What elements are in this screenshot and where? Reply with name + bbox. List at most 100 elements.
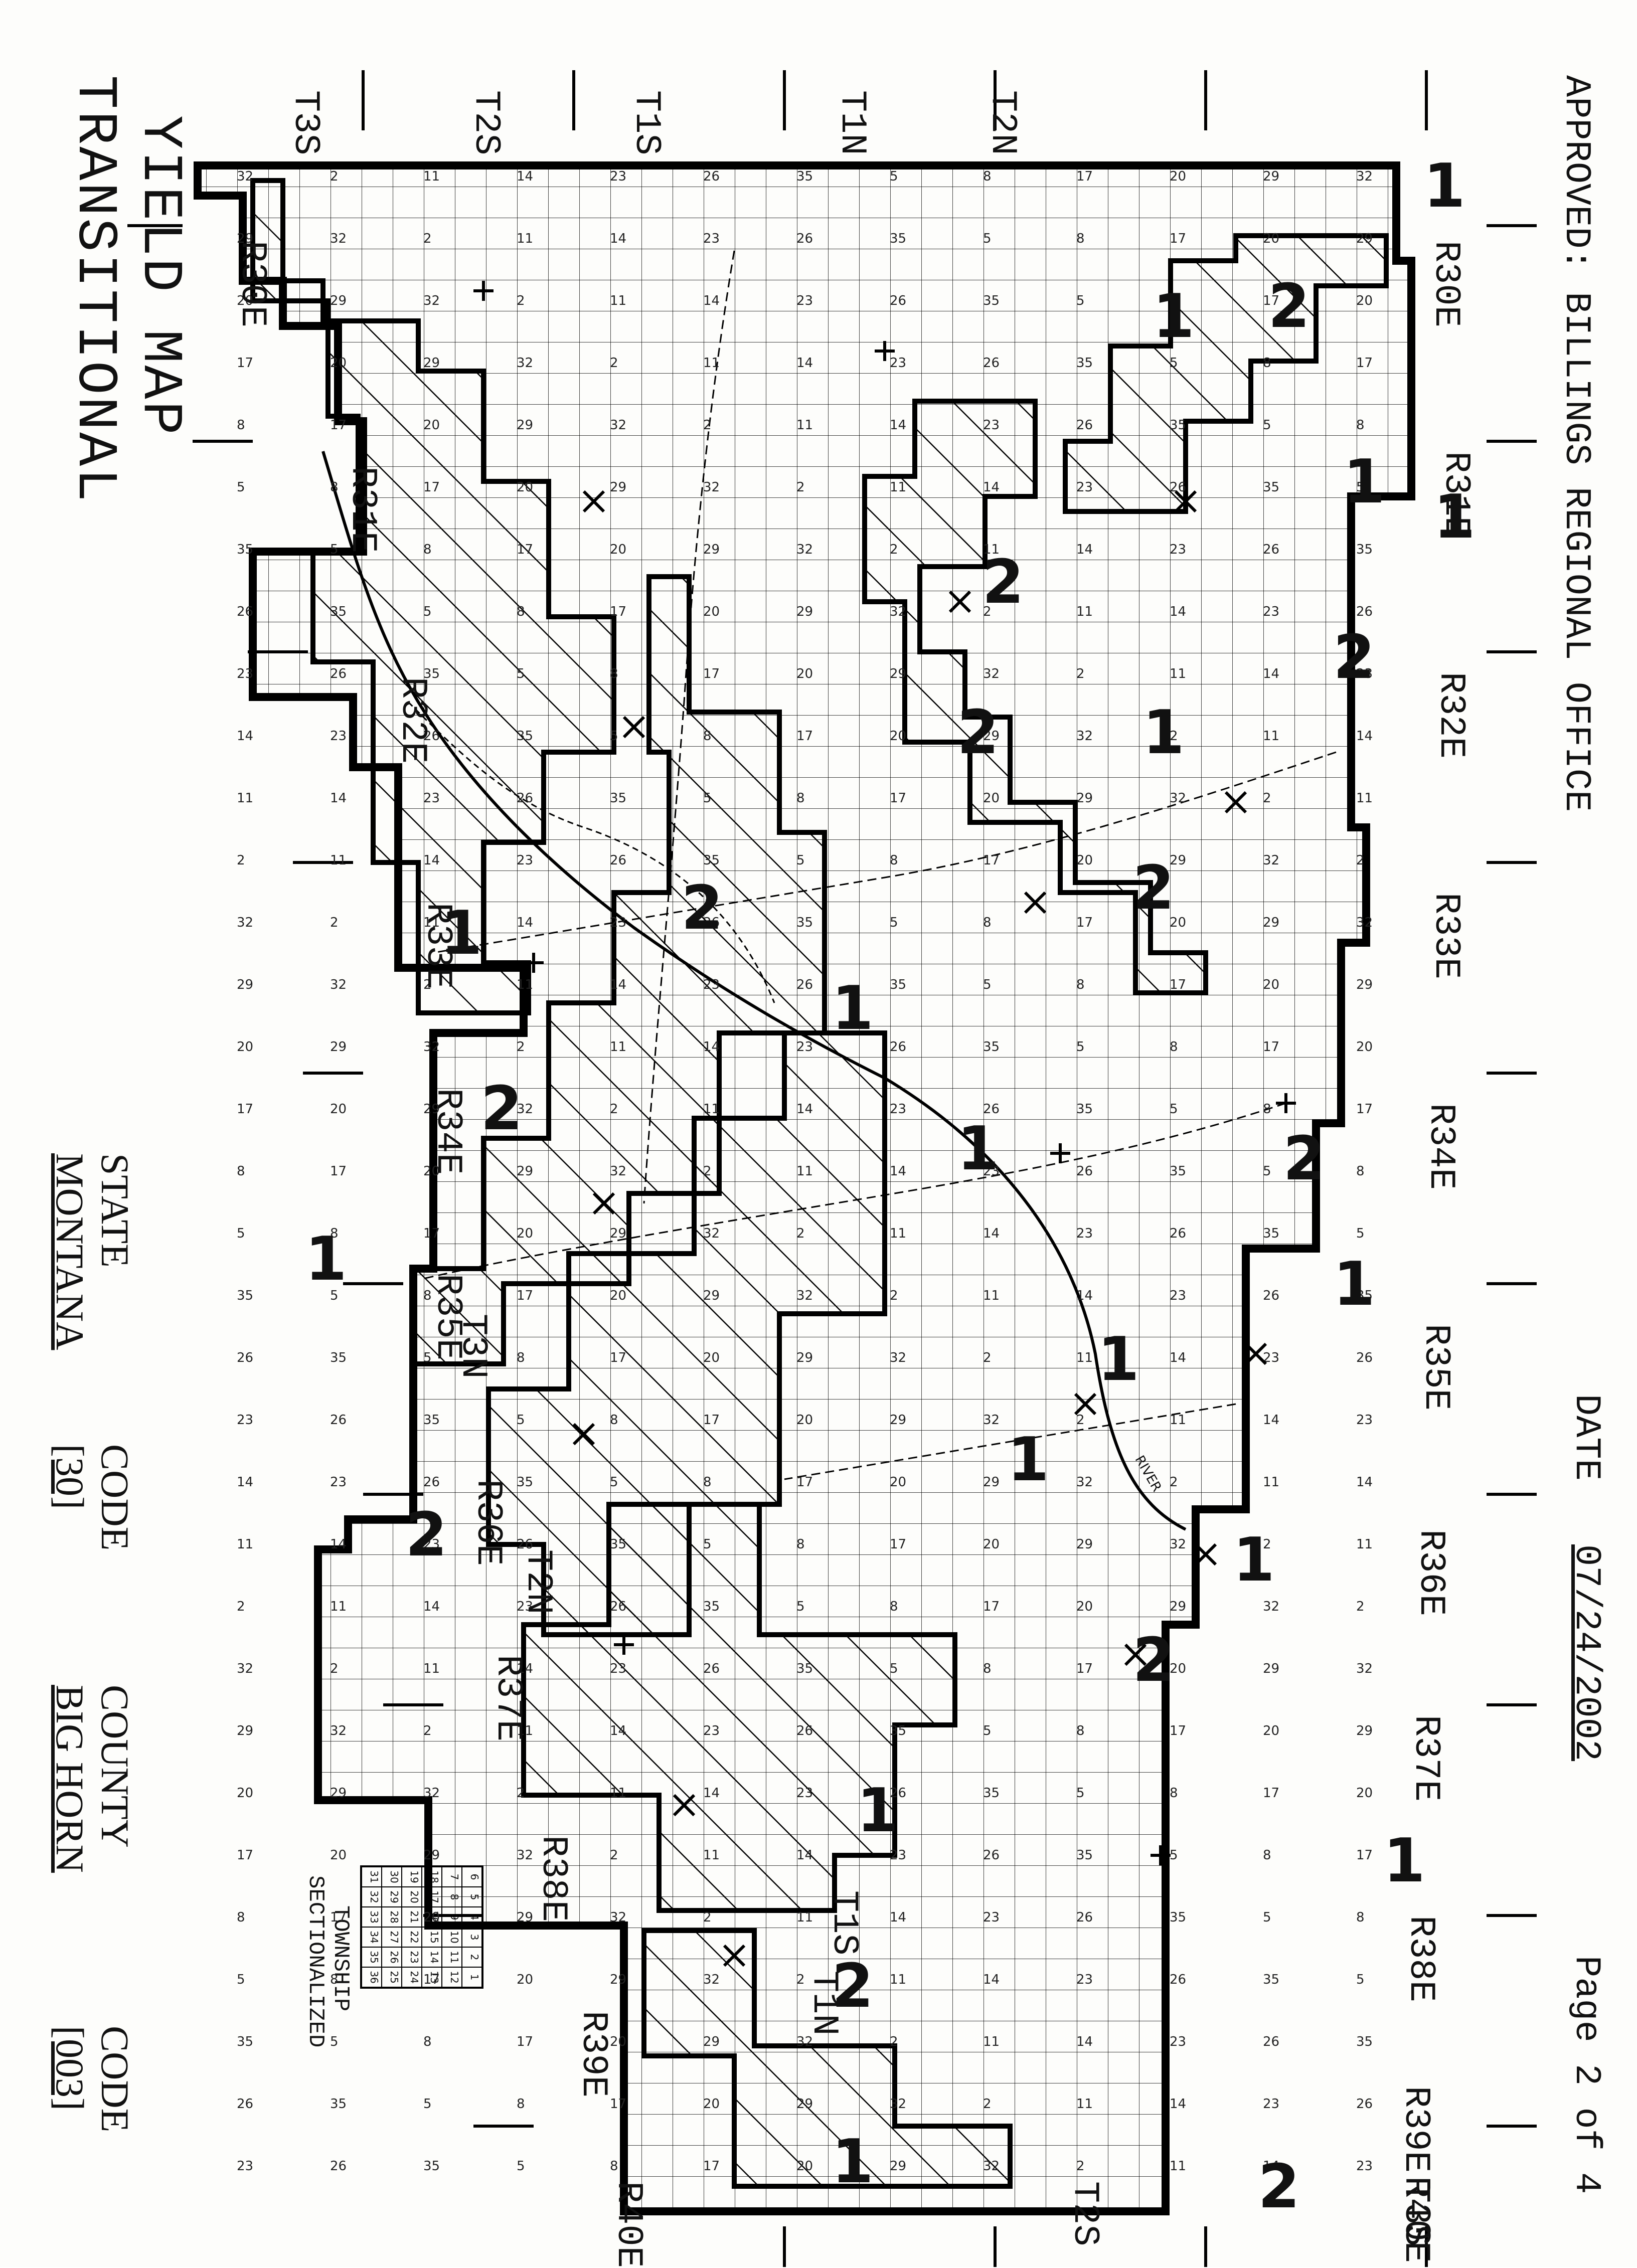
section-number: 11	[703, 1848, 720, 1863]
section-number: 2	[517, 1039, 525, 1055]
section-number: 20	[517, 480, 533, 495]
section-number: 11	[1076, 2097, 1093, 2112]
section-number: 32	[237, 1661, 253, 1676]
section-number: 23	[1170, 2034, 1186, 2049]
section-number: 5	[423, 1350, 432, 1365]
section-number: 23	[610, 1661, 626, 1676]
section-number: 35	[517, 1475, 533, 1490]
section-number: 26	[1263, 2034, 1279, 2049]
section-number: 2	[1356, 1599, 1365, 1614]
zone-area-ne	[250, 178, 616, 1015]
range-label-top: R30E	[232, 241, 273, 327]
section-number: 32	[423, 1786, 440, 1801]
section-number: 23	[237, 666, 253, 681]
section-number: 35	[1263, 1226, 1279, 1241]
section-number: 11	[890, 480, 906, 495]
section-number: 29	[1356, 1723, 1373, 1738]
section-number: 8	[330, 480, 339, 495]
zone-label: 2	[1132, 1625, 1175, 1695]
section-number: 20	[330, 1102, 347, 1117]
section-number: 17	[1356, 356, 1373, 371]
plus-marker	[875, 341, 895, 361]
section-number: 11	[517, 1723, 533, 1738]
section-number: 14	[517, 915, 533, 930]
zone-label: 1	[440, 898, 482, 968]
section-number: 29	[703, 1288, 720, 1303]
section-number: 2	[517, 1786, 525, 1801]
section-number: 8	[1263, 1848, 1271, 1863]
section-number: 11	[517, 977, 533, 992]
zone-label: 1	[832, 2127, 874, 2197]
section-number: 2	[330, 915, 339, 930]
section-number: 11	[1356, 791, 1373, 806]
section-number: 29	[890, 666, 906, 681]
section-number: 5	[890, 915, 898, 930]
zone-label: 1	[1433, 482, 1476, 552]
section-number: 17	[983, 1599, 1000, 1614]
section-number: 20	[703, 1350, 720, 1365]
section-number: 8	[423, 2034, 432, 2049]
section-number: 2	[423, 977, 432, 992]
section-number: 5	[330, 1288, 339, 1303]
section-number: 26	[1356, 604, 1373, 619]
section-number: 26	[703, 169, 720, 184]
section-number: 32	[983, 1413, 1000, 1428]
section-number: 17	[1170, 1723, 1186, 1738]
section-number: 29	[703, 542, 720, 557]
township-label-right: T1S	[824, 1890, 865, 1956]
section-number: 17	[423, 480, 440, 495]
section-number: 26	[330, 666, 347, 681]
section-number: 2	[983, 604, 992, 619]
zone-label: 1	[1333, 1249, 1375, 1319]
section-number: 20	[237, 1786, 253, 1801]
section-number: 5	[703, 1537, 712, 1552]
section-number: 35	[983, 1786, 1000, 1801]
section-number: 8	[983, 915, 992, 930]
section-number: 32	[890, 1350, 906, 1365]
section-number: 35	[330, 1350, 347, 1365]
section-number: 29	[330, 1039, 347, 1055]
section-number: 8	[890, 853, 898, 868]
section-number: 26	[517, 791, 533, 806]
range-label-bottom: R38E	[1400, 1915, 1441, 2002]
range-label-top: R31E	[342, 466, 383, 553]
section-number: 5	[330, 542, 339, 557]
section-number: 2	[890, 2034, 898, 2049]
section-number: 11	[330, 1599, 347, 1614]
section-number: 17	[330, 1910, 347, 1925]
section-number: 29	[423, 356, 440, 371]
section-number: 32	[237, 169, 253, 184]
plus-marker	[614, 1635, 634, 1655]
section-number: 29	[703, 2034, 720, 2049]
section-number: 29	[610, 480, 626, 495]
section-number: 26	[703, 1661, 720, 1676]
section-number: 35	[610, 791, 626, 806]
section-number: 29	[517, 418, 533, 433]
section-number: 5	[1076, 1039, 1085, 1055]
section-number: 17	[796, 729, 813, 744]
range-label-top: R36E	[467, 1479, 509, 1566]
section-number: 2	[703, 1910, 712, 1925]
township-label-right: T3N	[452, 1314, 494, 1379]
section-number: 23	[703, 977, 720, 992]
section-number: 2	[1076, 666, 1085, 681]
range-label-bottom: R34E	[1420, 1103, 1461, 1190]
section-number: 35	[890, 977, 906, 992]
township-label-right: T2S	[1064, 2181, 1105, 2246]
section-number: 8	[517, 1350, 525, 1365]
section-number: 11	[610, 1039, 626, 1055]
section-number: 17	[1356, 1102, 1373, 1117]
section-number: 5	[1356, 1226, 1365, 1241]
section-number: 23	[983, 418, 1000, 433]
section-number: 14	[703, 1786, 720, 1801]
section-number: 11	[796, 1164, 813, 1179]
zone-label: 2	[982, 547, 1024, 617]
section-number: 26	[796, 977, 813, 992]
section-number: 35	[330, 604, 347, 619]
section-number: 5	[1356, 480, 1365, 495]
section-number: 8	[610, 2159, 618, 2174]
range-label-bottom: R37E	[1405, 1715, 1446, 1802]
section-number: 14	[890, 1910, 906, 1925]
zone-label: 1	[832, 973, 874, 1043]
